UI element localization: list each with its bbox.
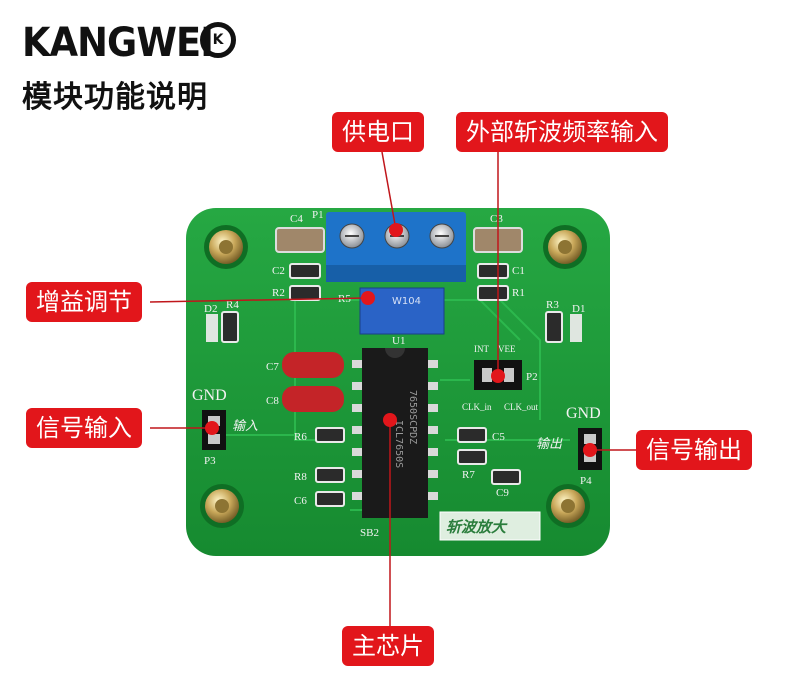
silk-title-box [439, 511, 541, 541]
silk-chip-marking: 7650SCPDZ [407, 390, 418, 444]
silk-p2: P2 [526, 371, 538, 383]
standoff-top-left [204, 225, 248, 269]
callout-clock-input: 外部斩波频率输入 [456, 112, 668, 152]
silk-d2: D2 [204, 303, 217, 315]
silk-sb2: SB2 [360, 527, 379, 539]
marker-chip [383, 413, 397, 427]
smd-r6 [315, 427, 345, 443]
silk-input: 输入 [232, 419, 258, 434]
smd-c9 [491, 469, 521, 485]
silk-r7: R7 [462, 469, 475, 481]
led-d1 [570, 314, 582, 342]
marker-gain [361, 291, 375, 305]
silk-r8: R8 [294, 471, 307, 483]
marker-power [389, 223, 403, 237]
smd-r8 [315, 467, 345, 483]
silk-d1: D1 [572, 303, 585, 315]
smd-c6 [315, 491, 345, 507]
silk-c3: C3 [490, 213, 503, 225]
silk-p3: P3 [204, 455, 216, 467]
silk-gnd-right: GND [566, 405, 601, 422]
leader-power [381, 151, 397, 231]
standoff-bottom-right [546, 484, 590, 528]
silk-c6: C6 [294, 495, 307, 507]
standoff-top-right [543, 225, 587, 269]
callout-main-chip: 主芯片 [342, 626, 434, 666]
led-d2 [206, 314, 218, 342]
silk-r2: R2 [272, 287, 285, 299]
silk-c5: C5 [492, 431, 505, 443]
silk-c9: C9 [496, 487, 509, 499]
silk-p4: P4 [580, 475, 592, 487]
silk-chip-marking-2: ICL7650S [393, 420, 404, 468]
silk-r1: R1 [512, 287, 525, 299]
smd-c1 [477, 263, 509, 279]
capacitor-c7 [282, 352, 344, 378]
silk-c7: C7 [266, 361, 279, 373]
callout-signal-input: 信号输入 [26, 408, 142, 448]
marker-signal-out [583, 443, 597, 457]
silk-output: 输出 [536, 437, 563, 452]
callout-power-port: 供电口 [332, 112, 424, 152]
main-chip [352, 348, 438, 518]
silk-c8: C8 [266, 395, 279, 407]
smd-r7 [457, 449, 487, 465]
power-terminal-block [326, 212, 466, 282]
callout-gain-adjust: 增益调节 [26, 282, 142, 322]
silk-r3: R3 [546, 299, 559, 311]
silk-clkin: CLK_in [462, 402, 492, 412]
silk-pot: W104 [392, 296, 421, 307]
marker-clock [491, 369, 505, 383]
smd-r1 [477, 285, 509, 301]
smd-c2 [289, 263, 321, 279]
smd-r4 [221, 311, 239, 343]
silk-c2: C2 [272, 265, 285, 277]
leader-gain [149, 297, 367, 303]
silk-clkout: CLK_out [504, 402, 539, 412]
silk-r6: R6 [294, 431, 307, 443]
brand-logo-badge: K [200, 22, 236, 58]
silk-u1: U1 [392, 335, 405, 347]
capacitor-c8 [282, 386, 344, 412]
smd-c5 [457, 427, 487, 443]
smd-r2 [289, 285, 321, 301]
silk-p1: P1 [312, 209, 324, 221]
silk-c1: C1 [512, 265, 525, 277]
silk-int: INT [474, 344, 489, 354]
page-title: 模块功能说明 [22, 80, 208, 115]
silk-vee: VEE [498, 344, 516, 354]
silk-title: 斩波放大 [446, 518, 508, 536]
marker-signal-in [205, 421, 219, 435]
brand-logo-text: KANGWEI [22, 20, 214, 66]
silk-r4: R4 [226, 299, 239, 311]
silk-c4: C4 [290, 213, 303, 225]
smd-r3 [545, 311, 563, 343]
capacitor-c4 [275, 227, 325, 253]
callout-signal-output: 信号输出 [636, 430, 752, 470]
standoff-bottom-left [200, 484, 244, 528]
silk-gnd-left: GND [192, 387, 227, 404]
